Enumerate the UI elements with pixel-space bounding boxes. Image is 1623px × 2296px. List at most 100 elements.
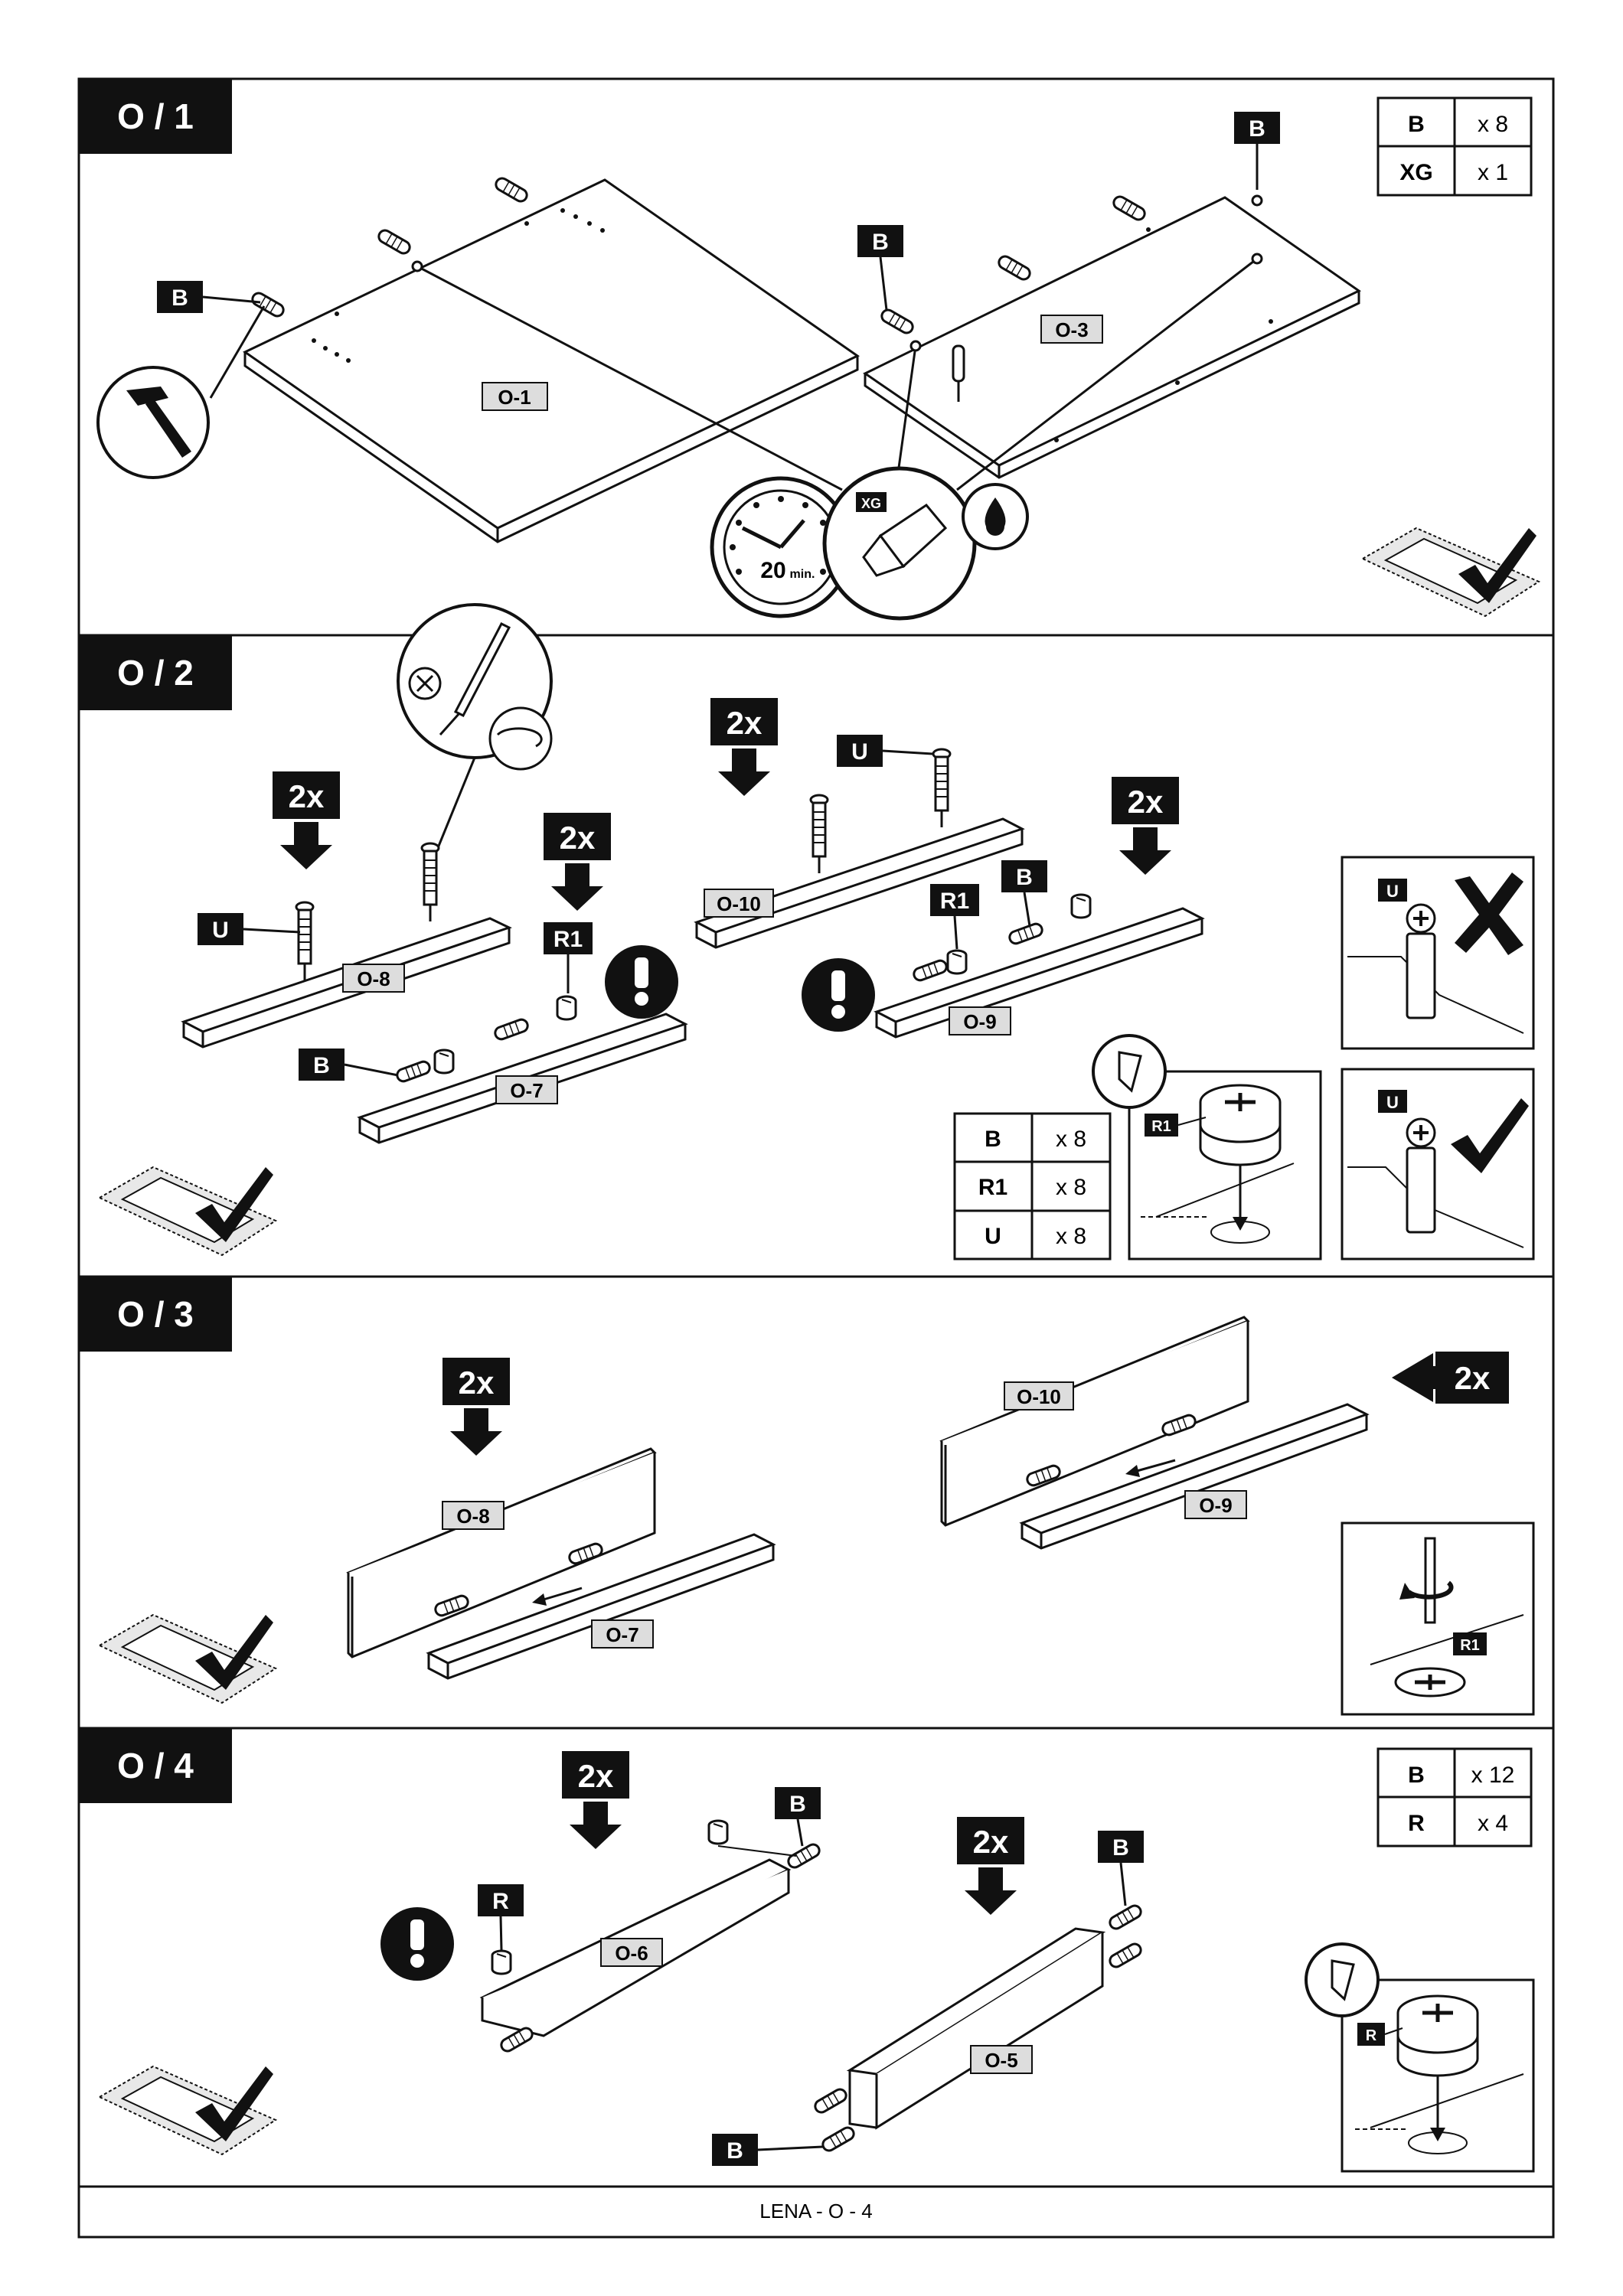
dowel-icon <box>492 174 531 205</box>
multiplier-text: 2x <box>973 1824 1009 1860</box>
multiplier-badge <box>562 1751 629 1799</box>
part-tag-text: B <box>1112 1835 1129 1861</box>
dowel-icon <box>911 957 949 983</box>
step-title: O / 3 <box>117 1294 194 1334</box>
cam-screw-icon <box>420 842 440 923</box>
down-arrow-icon <box>1119 827 1171 875</box>
part-qty: x 8 <box>1056 1224 1086 1249</box>
part-label: O-1 <box>498 386 531 409</box>
part-tag <box>1234 112 1280 144</box>
multiplier-badge <box>710 698 778 745</box>
dowel-icon <box>375 227 413 257</box>
screw-wrong-detail: U <box>1341 856 1535 1050</box>
part-code: R <box>1408 1811 1425 1836</box>
cam-lock-icon <box>1070 893 1092 919</box>
cam-screw-icon <box>1406 932 1436 1019</box>
cam-lock-icon <box>556 995 577 1021</box>
checkmark-mat-icon <box>100 2066 276 2154</box>
glue-drop-icon <box>962 483 1029 550</box>
timer-value: 20 <box>760 558 785 583</box>
part-code: B <box>1408 112 1425 137</box>
part-label: O-9 <box>1199 1494 1232 1517</box>
warning-icon <box>380 1907 454 1981</box>
board-o7: O-7 <box>426 1533 776 1680</box>
part-tag-text: R1 <box>940 889 969 914</box>
screwdriver-icon <box>1424 1537 1436 1624</box>
step-title: O / 4 <box>117 1746 194 1786</box>
part-tag <box>1378 879 1407 902</box>
part-qty: x 8 <box>1056 1175 1086 1200</box>
dowel-icon <box>1106 1940 1145 1971</box>
step-title-badge <box>79 79 232 154</box>
part-tag <box>478 1884 524 1916</box>
screw-correct-detail: U <box>1341 1068 1535 1261</box>
parts-table: B x 12 R x 4 <box>1376 1747 1533 1848</box>
multiplier-text: 2x <box>578 1758 614 1794</box>
part-tag-text: B <box>727 2138 743 2164</box>
board-o9: O-9 <box>874 907 1205 1039</box>
board-o5: O-5 <box>846 1927 1106 2130</box>
page-frame <box>77 77 1555 2239</box>
multiplier-badge <box>1435 1352 1509 1404</box>
down-arrow-icon <box>570 1802 622 1849</box>
part-code: XG <box>1399 160 1432 185</box>
step-o3: O / 3 2x O-8 O-7 O-10 <box>79 1277 1535 1716</box>
part-tag-text: B <box>313 1053 330 1078</box>
multiplier-text: 2x <box>289 778 325 814</box>
cross-icon <box>1455 872 1523 955</box>
part-qty: x 12 <box>1471 1763 1515 1788</box>
warning-icon <box>802 958 875 1032</box>
board-o8: O-8 <box>181 917 512 1049</box>
part-label: O-3 <box>1055 318 1088 341</box>
part-tag <box>1098 1831 1144 1863</box>
dowel-icon <box>995 253 1034 283</box>
dowel-icon <box>394 1058 433 1084</box>
part-code: B <box>1408 1763 1425 1788</box>
part-label: O-7 <box>510 1079 543 1102</box>
part-qty: x 8 <box>1056 1127 1086 1152</box>
glue-tube-detail: XG <box>822 466 977 621</box>
board-o7: O-7 <box>357 1013 688 1144</box>
rotate-icon <box>496 727 543 748</box>
dowel-icon <box>812 2086 850 2116</box>
board-o6: O-6 <box>479 1858 792 2037</box>
part-tag-text: B <box>872 230 889 255</box>
part-code: B <box>985 1127 1001 1152</box>
board-o9: O-9 <box>1019 1403 1370 1550</box>
warning-icon <box>605 945 678 1019</box>
part-tag-text: B <box>789 1792 806 1817</box>
rotate-icon <box>1407 1580 1454 1600</box>
part-tag <box>775 1787 821 1819</box>
step-title-badge <box>79 635 232 710</box>
part-tag-text: U <box>851 739 868 765</box>
part-tag-text: R1 <box>1151 1118 1171 1135</box>
multiplier-text: 2x <box>1455 1360 1491 1396</box>
step-title-badge <box>79 1728 232 1803</box>
hammer-icon <box>126 386 191 458</box>
parts-table: B x 8 R1 x 8 U x 8 <box>953 1112 1112 1261</box>
dowel-icon <box>1110 193 1148 223</box>
timer-unit: min. <box>790 568 815 581</box>
part-tag-text: U <box>1386 1093 1399 1112</box>
step-title: O / 2 <box>117 653 194 693</box>
cam-lock-icon <box>433 1049 455 1075</box>
dowel-icon <box>878 306 916 337</box>
down-arrow-icon <box>718 748 770 796</box>
step-o4: O / 4 B x 12 R x 4 2x O-6 R <box>79 1728 1535 2173</box>
part-label: O-5 <box>985 2049 1017 2072</box>
step-title: O / 1 <box>117 96 194 136</box>
part-tag <box>157 281 203 313</box>
multiplier-text: 2x <box>459 1365 495 1401</box>
cam-lock-detail: R <box>1305 1942 1535 2173</box>
screwdriver-detail <box>397 603 553 862</box>
part-tag-text: R1 <box>1460 1637 1480 1654</box>
step-o1: O / 1 B x 8 XG x 1 O-1 <box>79 79 1539 621</box>
part-tag <box>1378 1090 1407 1113</box>
part-tag-text: R <box>1366 2027 1377 2044</box>
dowel-icon <box>249 289 287 320</box>
part-tag <box>930 884 979 916</box>
step-title-badge <box>79 1277 232 1352</box>
down-arrow-icon <box>551 863 603 911</box>
part-tag-text: XG <box>861 496 881 511</box>
